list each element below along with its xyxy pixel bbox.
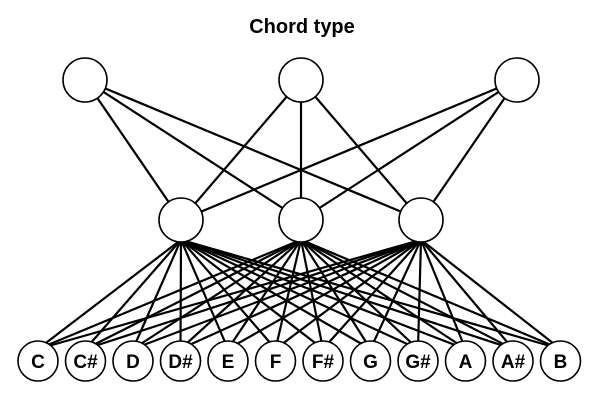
input-node-6 xyxy=(302,340,344,382)
input-node-8 xyxy=(397,340,439,382)
note-label-1: C# xyxy=(73,352,98,373)
note-label-5: F xyxy=(270,352,282,373)
edge-t3-h2 xyxy=(300,79,518,221)
edge-h3-note-8 xyxy=(416,239,423,350)
edge-t3-h3 xyxy=(420,79,518,221)
input-node-2 xyxy=(112,340,154,382)
note-label-11: B xyxy=(554,352,568,373)
output-node-2 xyxy=(278,57,324,103)
edge-t3-h1 xyxy=(180,78,518,222)
note-label-9: A xyxy=(459,352,473,373)
note-label-10: A# xyxy=(501,352,526,373)
edge-h2-note-9 xyxy=(300,238,467,350)
output-node-3 xyxy=(494,57,540,103)
edge-h3-note-0 xyxy=(37,238,422,351)
hidden-node-1 xyxy=(158,197,204,243)
edge-t1-h3 xyxy=(84,78,422,222)
edge-h2-note-0 xyxy=(37,238,302,351)
edge-t1-h1 xyxy=(84,79,182,221)
edge-h2-note-1 xyxy=(85,238,302,350)
edge-h2-note-6 xyxy=(299,239,325,350)
edge-h2-note-4 xyxy=(227,239,302,350)
edge-h2-note-7 xyxy=(300,239,372,350)
note-label-4: E xyxy=(222,352,235,373)
edge-h3-note-4 xyxy=(227,238,422,350)
input-node-10 xyxy=(492,340,534,382)
edge-h3-note-5 xyxy=(274,238,422,350)
edge-h3-note-2 xyxy=(132,238,422,351)
edge-t2-h3 xyxy=(300,79,422,221)
edge-h1-note-3 xyxy=(179,239,183,350)
note-label-0: C xyxy=(31,352,45,373)
input-node-4 xyxy=(207,340,249,382)
edge-h2-note-5 xyxy=(274,239,303,350)
note-label-7: G xyxy=(363,352,378,373)
note-label-2: D xyxy=(126,352,140,373)
output-node-1 xyxy=(62,57,108,103)
edge-h3-note-1 xyxy=(85,238,422,351)
edge-h2-note-2 xyxy=(132,238,302,350)
network-nodes: C C# D D# E F F# G G# A A# B xyxy=(17,57,582,382)
input-node-11 xyxy=(539,340,582,382)
edge-h3-note-6 xyxy=(322,239,422,350)
hidden-node-3 xyxy=(398,197,444,243)
edge-h1-note-0 xyxy=(37,238,182,350)
hidden-node-2 xyxy=(278,197,324,243)
input-node-5 xyxy=(254,340,297,382)
edge-h3-note-3 xyxy=(180,238,422,351)
diagram-title: Chord type xyxy=(249,16,355,38)
input-node-1 xyxy=(64,340,107,382)
edge-h3-note-9 xyxy=(419,239,467,350)
note-label-6: F# xyxy=(312,352,335,373)
note-label-8: G# xyxy=(405,352,431,373)
input-node-0 xyxy=(17,340,59,382)
edge-h2-note-11 xyxy=(300,238,561,351)
note-label-3: D# xyxy=(168,352,193,373)
edge-h2-note-8 xyxy=(300,238,419,350)
edge-h3-note-7 xyxy=(369,239,422,350)
input-node-9 xyxy=(444,340,487,382)
edge-h3-note-11 xyxy=(420,238,562,350)
edge-t1-h2 xyxy=(84,79,302,221)
edge-h2-note-10 xyxy=(300,238,514,350)
input-node-7 xyxy=(349,340,392,382)
connection-lines xyxy=(37,78,562,351)
edge-h2-note-3 xyxy=(179,238,302,350)
edge-h3-note-10 xyxy=(420,239,514,350)
edge-t2-h1 xyxy=(180,79,302,221)
input-node-3 xyxy=(159,340,202,382)
